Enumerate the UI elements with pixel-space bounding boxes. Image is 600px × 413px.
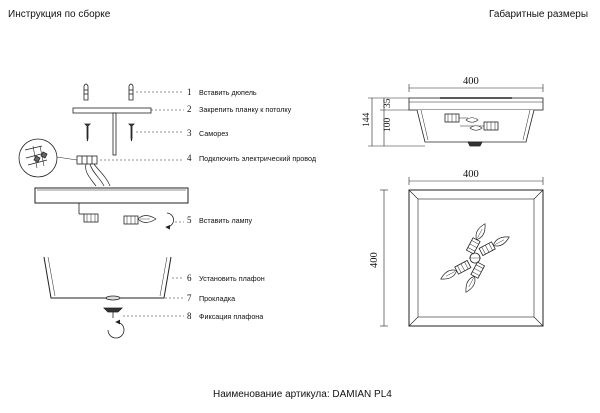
dimensions-title: Габаритные размеры	[489, 9, 589, 20]
instructions-title: Инструкция по сборке	[8, 9, 111, 20]
lamp-base	[34, 187, 189, 215]
top-view-drawing	[380, 177, 544, 327]
wire-connector-icon	[18, 138, 111, 187]
fixing-nut-icon	[103, 307, 125, 339]
lamp-shade	[43, 256, 172, 299]
dim-side-height: 144	[362, 113, 372, 128]
step-8: 8 Фиксация плафона	[187, 311, 264, 322]
side-view-drawing	[368, 84, 544, 147]
step-4: 4 Подключить электрический провод	[187, 153, 317, 164]
dim-part-bottom: 100	[383, 118, 393, 133]
article-name: Наименование артикула: DAMIAN PL4	[213, 389, 392, 400]
dim-top-width: 400	[463, 169, 479, 180]
step-6: 6 Установить плафон	[187, 273, 265, 284]
dim-side-width: 400	[463, 76, 479, 87]
step-7: 7 Прокладка	[187, 293, 236, 304]
assembly-drawing	[18, 83, 189, 339]
step-5: 5 Вставить лампу	[187, 215, 253, 226]
step-3: 3 Саморез	[187, 128, 229, 139]
step-1: 1 Вставить дюпель	[187, 87, 257, 98]
dim-top-depth: 400	[369, 252, 380, 268]
mounting-plate	[72, 107, 152, 114]
step-2: 2 Закрепить планку к потолку	[187, 104, 292, 115]
gasket-icon	[105, 295, 121, 301]
screw-icon	[84, 112, 135, 156]
lamp-bulb-icon	[83, 213, 157, 225]
dowel-icon	[83, 83, 134, 101]
dim-part-top: 35	[383, 98, 393, 108]
